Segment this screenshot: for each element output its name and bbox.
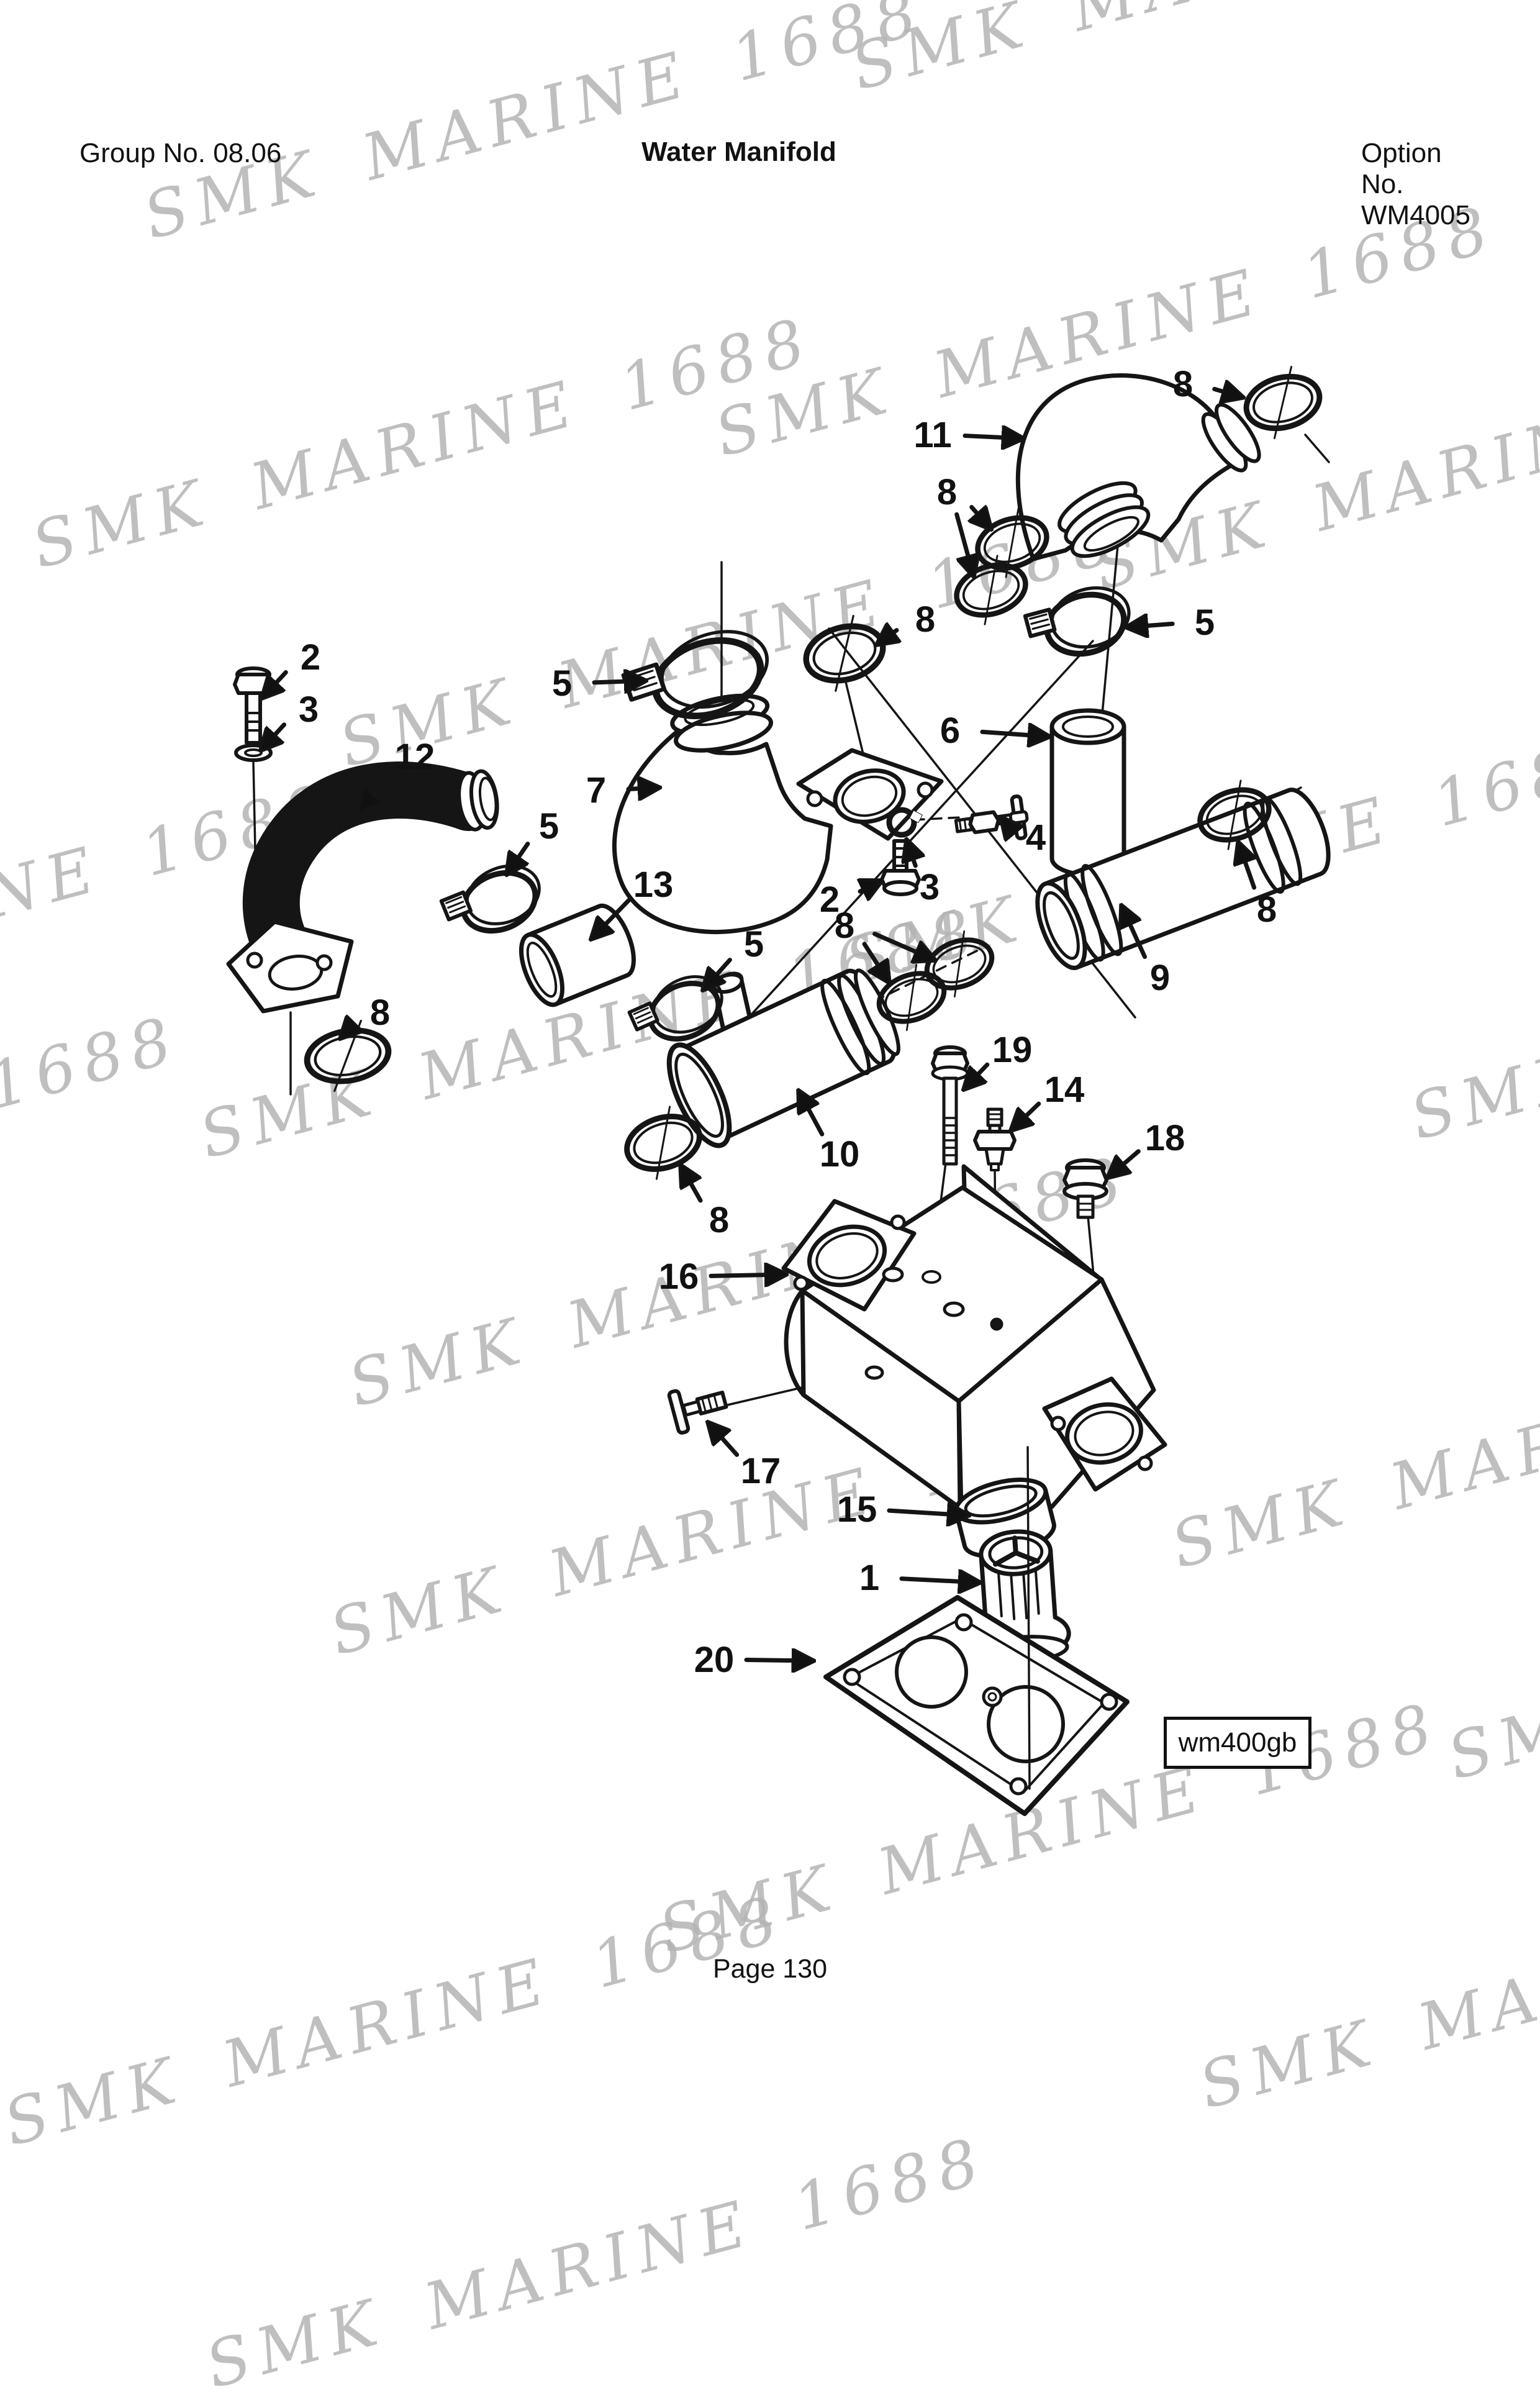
callout-arrow-5 — [592, 681, 646, 683]
part-bolt-2-left — [233, 666, 274, 745]
callout-label-7: 7 — [586, 770, 606, 811]
part-oring-8a — [1243, 366, 1323, 439]
part-bolt-18 — [1062, 1158, 1108, 1219]
callout-arrow-11 — [962, 436, 1023, 438]
page-title: Water Manifold — [641, 137, 836, 167]
callout-arrow-20 — [744, 1660, 813, 1661]
figure-code: wm400gb — [1178, 1727, 1297, 1758]
callout-arrow-1 — [899, 1579, 980, 1583]
part-oring-8f — [624, 1106, 702, 1180]
callout-arrow-10 — [799, 1091, 825, 1137]
part-sleeve-13 — [519, 903, 636, 1007]
callout-arrow-8 — [972, 507, 991, 529]
callout-arrow-8 — [862, 942, 889, 983]
callout-label-1: 1 — [859, 1558, 879, 1598]
callout-arrow-5 — [703, 957, 732, 990]
part-tube-9 — [1035, 788, 1331, 970]
figure-code-box: wm400gb — [1164, 1717, 1311, 1769]
part-elbow-7 — [612, 693, 944, 934]
part-oring-8c — [803, 615, 886, 692]
callout-arrow-2 — [262, 670, 288, 698]
callout-label-12: 12 — [395, 737, 435, 777]
callout-label-8: 8 — [709, 1200, 729, 1240]
callout-arrow-2 — [860, 881, 882, 891]
callout-label-11: 11 — [913, 415, 951, 455]
callout-label-15: 15 — [837, 1489, 877, 1530]
callout-label-8: 8 — [937, 472, 957, 512]
callout-arrow-8 — [872, 932, 935, 960]
callout-label-8: 8 — [370, 993, 390, 1033]
callout-label-9: 9 — [1150, 958, 1170, 998]
callout-label-13: 13 — [633, 865, 674, 905]
callout-label-5: 5 — [552, 663, 572, 704]
callout-label-18: 18 — [1145, 1118, 1185, 1158]
part-elbow-12 — [226, 761, 499, 1014]
callout-label-8: 8 — [915, 599, 935, 640]
exploded-diagram: 2312575811886432813585108981914181617151… — [226, 364, 1331, 1816]
callout-label-8: 8 — [835, 906, 854, 946]
callout-label-20: 20 — [694, 1640, 735, 1680]
callout-arrow-17 — [708, 1422, 740, 1457]
part-petcock-17 — [667, 1389, 728, 1435]
callout-arrow-5 — [1126, 624, 1175, 627]
callout-label-10: 10 — [820, 1134, 860, 1174]
callout-arrow-19 — [964, 1062, 990, 1089]
callout-arrow-8 — [340, 1025, 353, 1038]
part-sleeve-6 — [1049, 708, 1126, 877]
callout-label-5: 5 — [539, 806, 559, 847]
callout-label-8: 8 — [1257, 889, 1277, 930]
part-sender-14 — [973, 1107, 1017, 1171]
callout-arrow-8 — [1238, 842, 1254, 890]
callout-arrow-8 — [681, 1165, 703, 1203]
assembly-axis-line — [1026, 1446, 1031, 1790]
part-gasket-20 — [823, 1595, 1130, 1816]
callout-arrow-4 — [1001, 817, 1008, 825]
callout-label-17: 17 — [741, 1451, 781, 1491]
callout-label-2: 2 — [820, 879, 840, 920]
group-number: Group No. 08.06 — [79, 138, 282, 168]
part-manifold-16 — [781, 1164, 1167, 1512]
callout-arrow-8 — [877, 630, 897, 645]
callout-arrow-18 — [1108, 1149, 1141, 1178]
part-clamp-5b — [1023, 586, 1131, 657]
callout-label-14: 14 — [1044, 1070, 1085, 1110]
callout-label-6: 6 — [940, 711, 960, 751]
callout-label-16: 16 — [659, 1256, 699, 1297]
callout-arrow-12 — [359, 771, 394, 811]
callout-label-8: 8 — [1173, 364, 1193, 404]
callout-arrow-13 — [591, 897, 632, 939]
part-oring-8d2 — [876, 964, 947, 1031]
callout-arrow-8 — [1212, 389, 1243, 397]
callout-label-2: 2 — [301, 637, 320, 678]
callout-arrow-14 — [1011, 1101, 1041, 1130]
part-bolt-19 — [931, 1045, 969, 1166]
part-oring-8g — [1197, 779, 1272, 850]
part-clamp-5d — [627, 975, 723, 1042]
callout-label-3: 3 — [920, 867, 940, 907]
callout-arrow-8 — [954, 512, 974, 576]
callout-label-4: 4 — [1026, 817, 1046, 858]
callout-arrow-9 — [1121, 906, 1147, 959]
callout-label-3: 3 — [299, 689, 319, 730]
callout-layer: 2312575811886432813585108981914181617151… — [261, 364, 1277, 1680]
part-clamp-5c — [439, 864, 541, 934]
callout-arrow-7 — [626, 788, 659, 789]
part-washer-3-center — [886, 807, 923, 838]
part-oring-8d1 — [924, 930, 995, 997]
callout-label-19: 19 — [992, 1030, 1033, 1070]
callout-label-5: 5 — [744, 924, 764, 965]
part-oring-8b2 — [954, 555, 1028, 625]
callout-label-5: 5 — [1195, 602, 1215, 643]
callout-arrow-5 — [507, 842, 530, 874]
part-elbow-11 — [1015, 373, 1261, 561]
callout-arrow-16 — [709, 1274, 786, 1276]
part-bolt-2-center — [880, 839, 921, 896]
option-number: Option No. WM4005 — [1361, 138, 1471, 230]
callout-arrow-3 — [261, 722, 287, 750]
page-number: Page 130 — [712, 1954, 828, 1984]
callout-arrow-15 — [887, 1510, 969, 1515]
callout-arrow-3 — [907, 840, 915, 868]
callout-arrow-6 — [980, 732, 1049, 737]
